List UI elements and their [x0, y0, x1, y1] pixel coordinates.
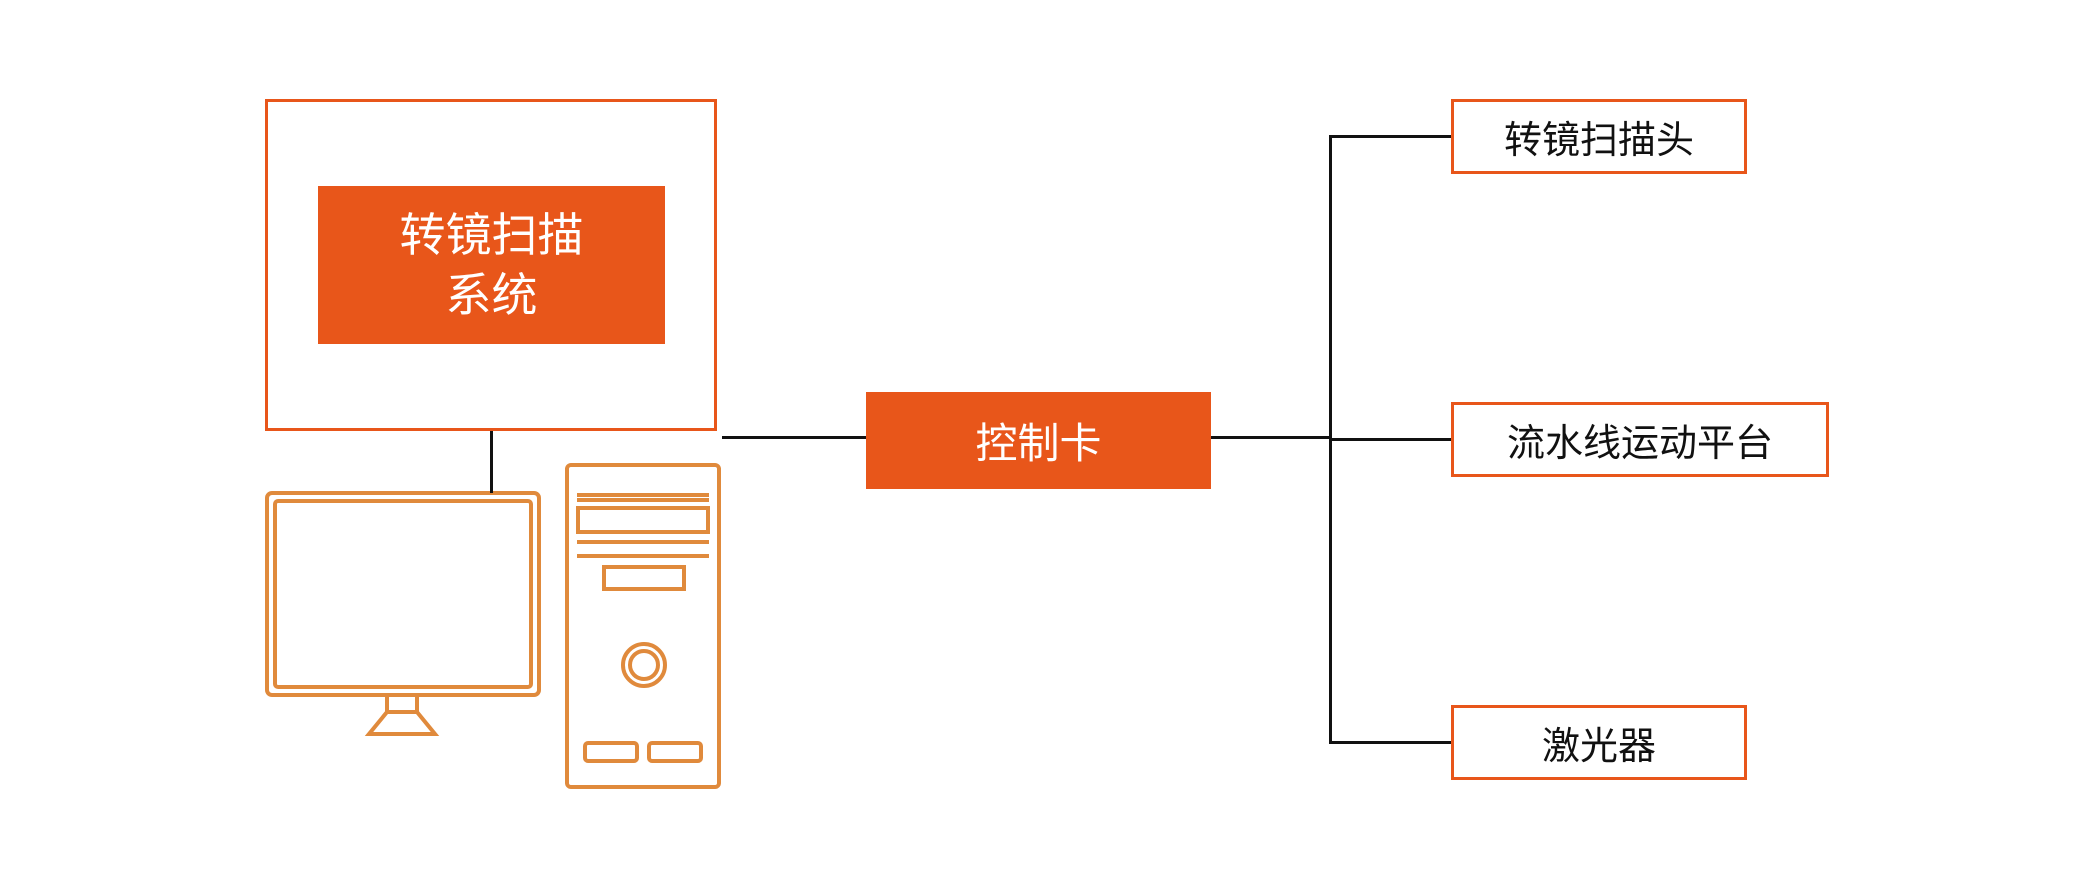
scan-system-label-line2: 系统 [445, 268, 538, 322]
connector-pc-to-control-card [722, 436, 866, 439]
platform-label: 流水线运动平台 [1506, 421, 1773, 465]
connector-bus-to-platform [1329, 438, 1451, 441]
pc-tower-icon [565, 463, 721, 789]
platform-box: 流水线运动平台 [1451, 402, 1829, 477]
connector-control-card-to-bus [1211, 436, 1331, 439]
connector-window-to-monitor [490, 431, 493, 493]
scan-head-box: 转镜扫描头 [1451, 99, 1747, 174]
laser-box: 激光器 [1451, 705, 1747, 780]
control-card-label: 控制卡 [975, 419, 1102, 468]
scan-system-label-line1: 转镜扫描 [399, 208, 584, 262]
connector-bus-to-scan-head [1329, 135, 1451, 138]
scan-system-box: 转镜扫描 系统 [318, 186, 665, 344]
connector-bus-to-laser [1329, 741, 1451, 744]
monitor-icon [265, 491, 541, 736]
scan-head-label: 转镜扫描头 [1503, 118, 1694, 162]
laser-label: 激光器 [1541, 724, 1656, 768]
control-card-box: 控制卡 [866, 392, 1211, 489]
computer-illustration [265, 463, 721, 789]
